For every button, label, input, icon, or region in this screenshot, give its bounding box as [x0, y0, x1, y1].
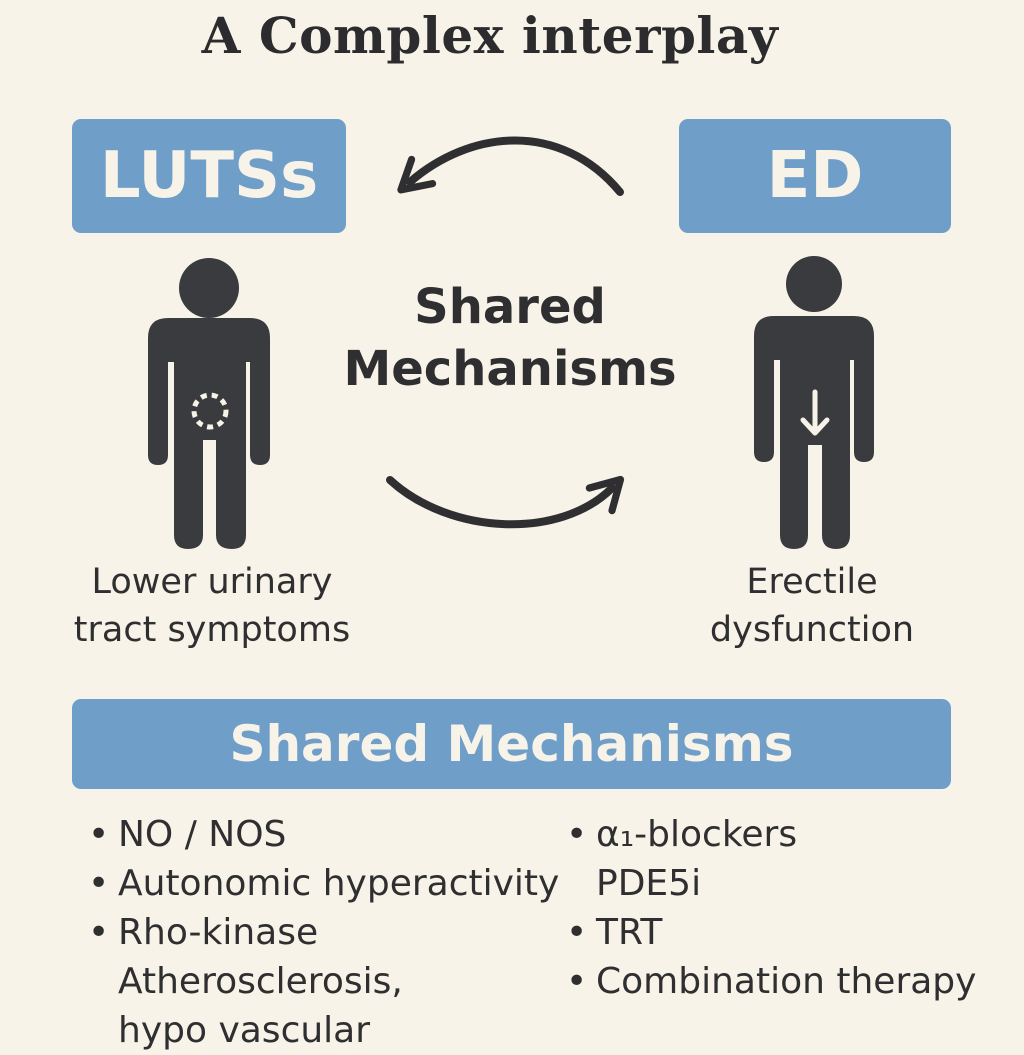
list-item: hypo vascular [118, 1010, 371, 1051]
lower-urinary-line-1: Lower urinary [91, 562, 333, 602]
ed-label: ED [766, 139, 864, 213]
lower-urinary-caption: Lower urinary tract symptoms [52, 558, 372, 654]
shared-mechanisms-center: Shared Mechanisms [320, 276, 700, 400]
diagram-graphics [148, 136, 874, 549]
list-item: α₁-blockers [562, 810, 976, 859]
list-item: Autonomic hyperactivity [84, 859, 559, 908]
bottom-curved-arrow [386, 475, 625, 529]
diagram-title: A Complex interplay [201, 6, 779, 65]
center-line-2: Mechanisms [343, 341, 677, 397]
list-item: PDE5i [596, 863, 702, 904]
list-item: Combination therapy [562, 957, 976, 1006]
down-arrow-icon [800, 389, 830, 436]
erectile-line-1: Erectile [746, 562, 878, 602]
erectile-line-2: dysfunction [709, 610, 915, 650]
shared-mechanisms-label: Shared Mechanisms [229, 715, 794, 773]
list-item: Atherosclerosis, [118, 961, 403, 1002]
mechanisms-list: NO / NOS Autonomic hyperactivity Rho-kin… [84, 810, 559, 1055]
shared-mechanisms-header: Shared Mechanisms [72, 699, 951, 789]
treatments-list: α₁-blockers PDE5i TRT Combination therap… [562, 810, 976, 1006]
person-bladder-icon [148, 258, 270, 549]
list-item: NO / NOS [84, 810, 559, 859]
lutss-label: LUTSs [99, 139, 319, 213]
list-item: TRT [562, 908, 976, 957]
ed-box: ED [679, 119, 951, 233]
erectile-caption: Erectile dysfunction [672, 558, 952, 654]
list-item: Rho-kinase [84, 908, 559, 957]
lower-urinary-line-2: tract symptoms [73, 610, 351, 650]
center-line-1: Shared [414, 279, 606, 335]
bladder-ring [191, 392, 229, 430]
lutss-box: LUTSs [72, 119, 346, 233]
top-curved-arrow [397, 136, 624, 196]
